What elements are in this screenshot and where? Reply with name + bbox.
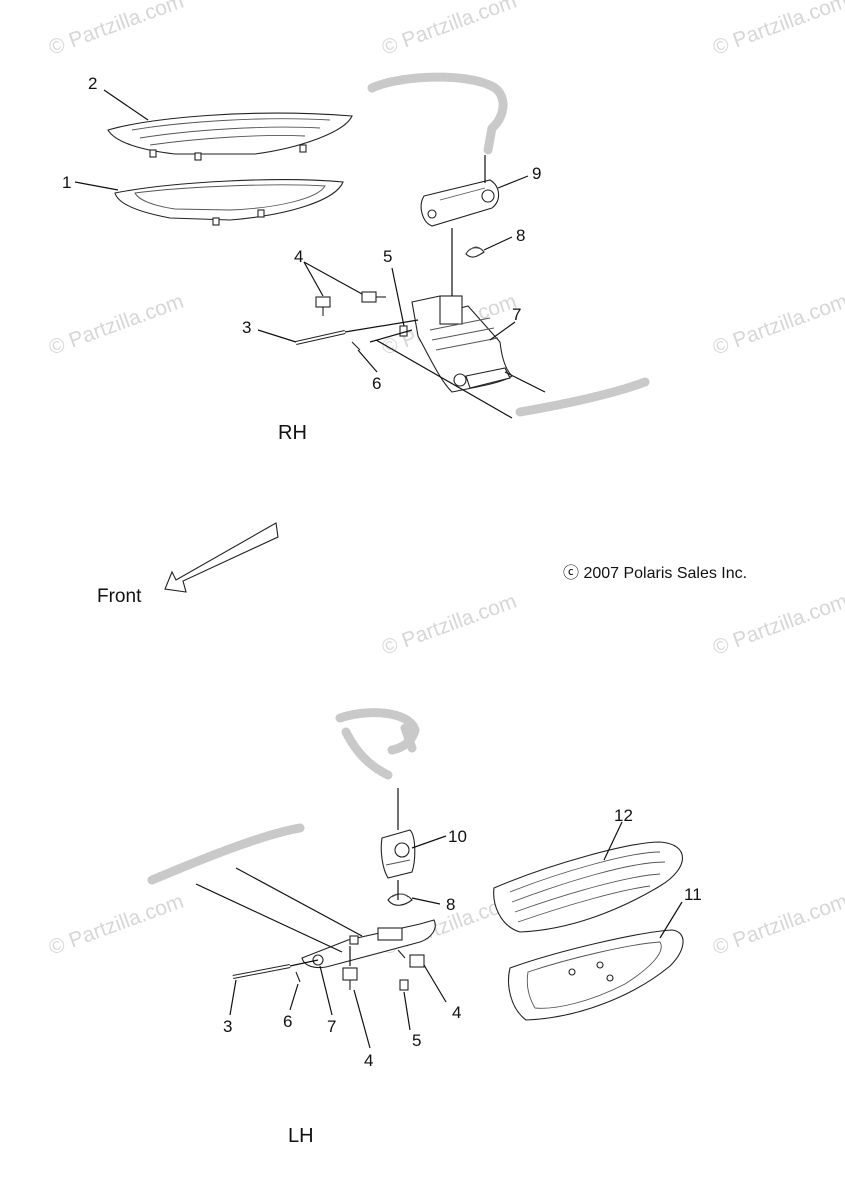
rh-frame-tube-ghost: [367, 72, 508, 155]
lh-assembly-line: [195, 883, 343, 953]
rh-frame-rail-ghost: [515, 377, 650, 417]
lh-leader-5: [403, 991, 411, 1031]
rh-leader-2: [103, 89, 149, 121]
rh-leader-8: [483, 236, 513, 251]
lh-callout-3: 3: [223, 1017, 232, 1036]
lh-leader-10: [411, 835, 447, 849]
rh-pivot-pin: [295, 330, 346, 345]
rh-clevis-bracket: [420, 179, 500, 227]
watermark: © Partzilla.com: [710, 0, 845, 60]
front-arrow-icon: [164, 522, 279, 593]
rh-callout-6: 6: [372, 374, 381, 393]
lh-callout-7: 7: [327, 1017, 336, 1036]
rh-leader-6: [357, 349, 378, 373]
rh-callout-2: 2: [88, 74, 97, 93]
lh-small-bolt: [399, 979, 409, 991]
lh-clevis-bracket: [380, 829, 416, 879]
rh-callout-7: 7: [512, 305, 521, 324]
lh-leader-3: [229, 979, 237, 1016]
rh-assembly-line: [375, 339, 513, 419]
lh-callout-4a: 4: [364, 1051, 373, 1070]
rh-callout-8: 8: [516, 226, 525, 245]
rh-footpeg-bracket: [411, 295, 513, 393]
watermark: © Partzilla.com: [710, 590, 845, 660]
watermark: © Partzilla.com: [46, 890, 187, 960]
rh-view: 2 1 9 8 4 5 3 7 6 RH: [62, 72, 650, 444]
lh-leader-6: [289, 983, 299, 1011]
lh-frame-rail-ghost: [147, 823, 305, 885]
rh-cotter-pin: [351, 341, 361, 351]
rh-leader-4a: [303, 261, 324, 297]
watermark: © Partzilla.com: [379, 0, 520, 60]
watermark: © Partzilla.com: [46, 290, 187, 360]
lh-callout-5: 5: [412, 1031, 421, 1050]
lh-label: LH: [288, 1125, 314, 1147]
lh-cotter-pin: [295, 971, 301, 983]
lh-pivot-pin: [232, 964, 291, 979]
lh-callout-11: 11: [684, 885, 702, 904]
lh-callout-8: 8: [446, 895, 455, 914]
rh-leader-3: [257, 329, 297, 343]
lh-frame-tube-ghost: [335, 708, 420, 780]
direction-indicator: Front: [97, 522, 279, 607]
rh-callout-9: 9: [532, 164, 541, 183]
lh-assembly-line: [235, 867, 363, 937]
rh-tread-pad: [107, 112, 353, 161]
watermark: © Partzilla.com: [379, 590, 520, 660]
rh-footboard-base: [114, 179, 344, 226]
lh-spring: [387, 893, 413, 906]
lh-callout-12: 12: [614, 806, 633, 825]
watermark: © Partzilla.com: [46, 0, 187, 60]
lh-footboard-base: [508, 929, 684, 1021]
rh-callout-4: 4: [294, 247, 303, 266]
lh-leader-11: [659, 901, 683, 939]
lh-tread-pad: [493, 841, 684, 933]
rh-leader-1: [74, 181, 119, 191]
watermark: © Partzilla.com: [710, 890, 845, 960]
rh-leader-7: [489, 321, 516, 341]
lh-footpeg-bracket: [301, 919, 436, 969]
rh-leader-9: [497, 175, 529, 189]
rh-bolts: [315, 291, 386, 316]
rh-callout-3: 3: [242, 318, 251, 337]
lh-callout-4b: 4: [452, 1003, 461, 1022]
rh-spring: [465, 246, 485, 258]
lh-leader-8: [411, 897, 441, 905]
watermark: © Partzilla.com: [710, 290, 845, 360]
lh-view: 12 10 11 8 3 6 7 5 4 4 LH: [147, 708, 702, 1147]
lh-leader-12: [603, 821, 623, 861]
lh-assembly-line: [289, 959, 319, 967]
rh-label: RH: [278, 422, 307, 444]
rh-leader-4b: [303, 261, 363, 295]
front-label: Front: [97, 586, 142, 607]
lh-callout-6: 6: [283, 1012, 292, 1031]
rh-small-bolt: [399, 325, 408, 337]
rh-callout-5: 5: [383, 247, 392, 266]
rh-callout-1: 1: [62, 173, 71, 192]
lh-leader-4b: [423, 964, 447, 1003]
lh-callout-10: 10: [448, 827, 467, 846]
lh-bolts: [342, 949, 425, 990]
rh-assembly-line: [504, 371, 546, 393]
rh-leader-5: [391, 267, 405, 327]
lh-leader-4a: [353, 989, 371, 1049]
rh-assembly-line: [344, 319, 419, 333]
lh-leader-7: [319, 965, 333, 1016]
copyright-notice: ⓒ 2007 Polaris Sales Inc.: [563, 564, 747, 582]
